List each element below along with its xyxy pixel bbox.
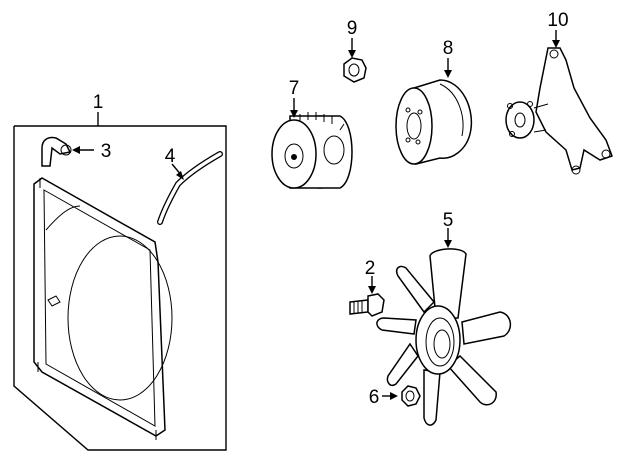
callout-3: 3 — [101, 141, 112, 162]
callout-2: 2 — [365, 258, 376, 279]
bracket-arm — [533, 103, 549, 133]
fan-blade-lower-left — [386, 342, 419, 387]
fan-hub-ring — [415, 305, 461, 375]
fan-blade-right — [461, 311, 512, 345]
callout-5: 5 — [443, 210, 454, 231]
pulley-hole-2 — [417, 109, 423, 115]
callout-2-arrow — [368, 286, 376, 294]
callout-7: 7 — [289, 78, 300, 99]
callout-1: 1 — [93, 92, 104, 113]
bolt-shank — [349, 299, 369, 315]
callout-10: 10 — [547, 10, 568, 31]
pulley-hole-4 — [405, 137, 411, 143]
bolt-thread — [353, 301, 363, 313]
shroud-inner-edge — [43, 189, 156, 427]
fan-shroud-icon — [13, 112, 227, 451]
overflow-hose-icon — [157, 151, 223, 225]
bolt-icon — [349, 293, 385, 317]
shroud-corner-detail — [45, 205, 81, 231]
bolt-head — [367, 293, 385, 317]
fan-blade-bottom — [423, 369, 441, 426]
clamp-body — [41, 136, 72, 167]
fan-hub-center — [433, 329, 451, 359]
pulley-face — [395, 87, 433, 165]
callout-9: 9 — [347, 18, 358, 39]
pulley-hole-1 — [405, 107, 411, 113]
pulley-hole-3 — [415, 139, 421, 145]
nut-6-body — [401, 385, 421, 407]
callout-6-arrow — [390, 392, 398, 400]
nut-9-body — [343, 57, 367, 83]
fan-blade-top — [429, 248, 467, 319]
shroud-clip — [47, 295, 61, 307]
bracket-stud-2 — [527, 101, 533, 107]
clutch-center — [291, 154, 297, 160]
hose-clamp-icon — [41, 136, 72, 167]
fan-blade-upper-left — [395, 265, 436, 314]
callout-5-arrow — [444, 240, 452, 248]
clutch-hub — [284, 143, 304, 169]
nut-9-hole — [348, 63, 360, 77]
callout-10-arrow — [552, 40, 560, 48]
fan-clutch-icon — [271, 112, 353, 189]
clutch-fins — [299, 112, 345, 131]
nut-6-icon — [401, 385, 421, 407]
callout-7-arrow — [290, 110, 298, 118]
callout-3-arrow — [72, 146, 80, 154]
nut-6-hole — [405, 390, 415, 402]
bracket-hub-center — [514, 112, 526, 128]
bracket-stud-3 — [509, 131, 515, 137]
fan-blade-left — [376, 317, 417, 335]
hose-fill — [158, 152, 222, 224]
shroud-fan-opening — [67, 235, 173, 401]
pulley-groove — [439, 83, 464, 137]
clutch-coil — [323, 135, 345, 165]
shroud-frame-line — [13, 125, 227, 451]
callout-4-arrow — [176, 171, 184, 180]
shroud-body — [33, 177, 166, 437]
bracket-hole-right — [601, 149, 611, 159]
pulley-icon — [395, 79, 473, 165]
bracket-plate — [535, 47, 613, 171]
fan-hub-inner — [425, 317, 455, 367]
callout-8-arrow — [444, 70, 452, 78]
bracket-stud-1 — [507, 103, 513, 109]
fan-bracket-icon — [505, 47, 613, 175]
bracket-hole-top — [549, 49, 559, 59]
callout-9-arrow — [348, 50, 356, 58]
bracket-hole-bottom — [571, 165, 581, 175]
bracket-hub — [505, 101, 535, 139]
callout-4: 4 — [165, 146, 176, 167]
callout-6: 6 — [369, 387, 380, 408]
fan-blade-lower-right — [446, 354, 497, 406]
clamp-ring — [60, 144, 72, 156]
nut-icon — [343, 57, 367, 83]
callout-8: 8 — [443, 38, 454, 59]
fan-blade-icon — [376, 248, 512, 426]
pulley-hub — [406, 112, 422, 140]
